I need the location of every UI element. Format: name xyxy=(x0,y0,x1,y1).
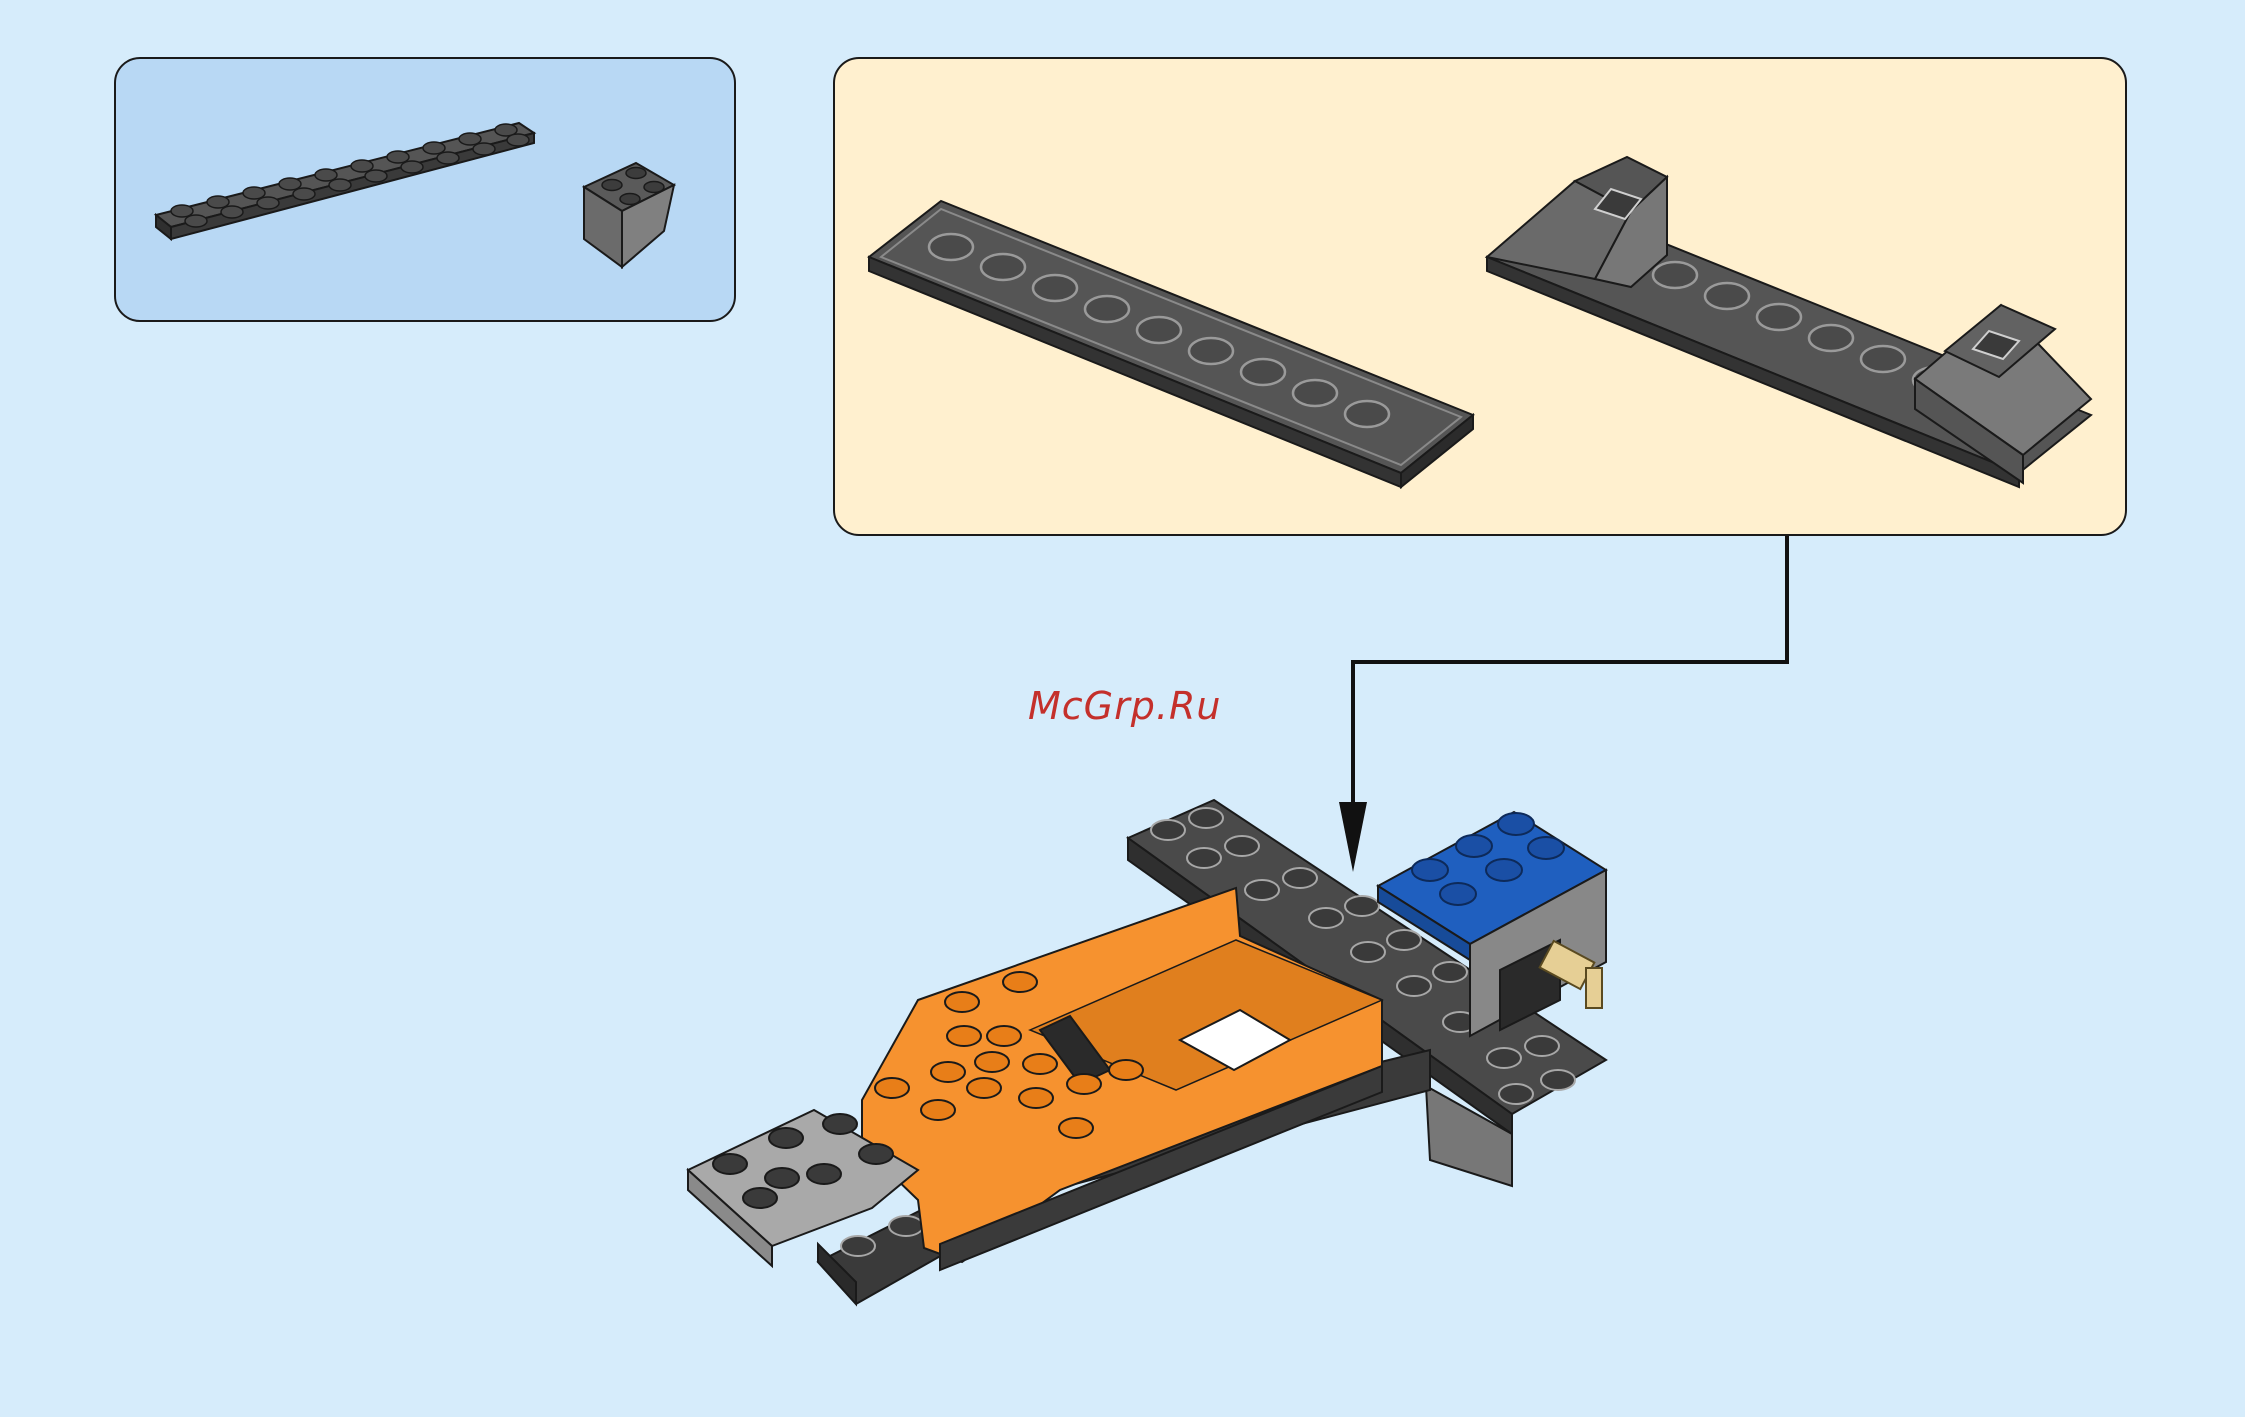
race-car-model xyxy=(688,800,1606,1304)
watermark-text: McGrp.Ru xyxy=(1028,684,1221,728)
down-arrow-icon xyxy=(1339,536,1787,872)
